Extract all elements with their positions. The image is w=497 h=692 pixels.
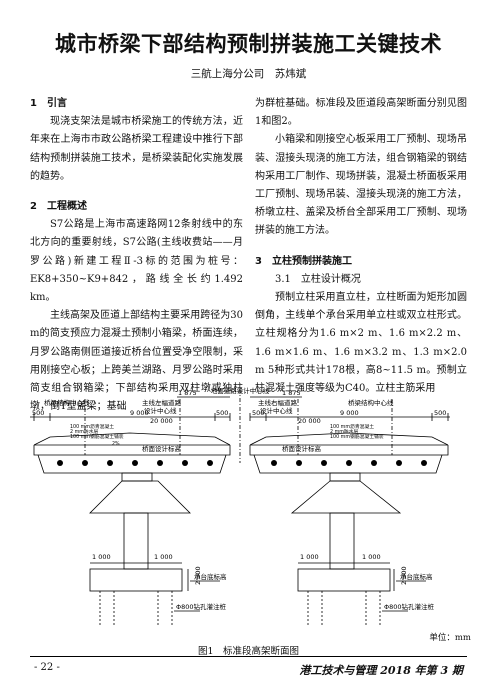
dim-500-2: 500 — [216, 409, 228, 417]
author-line: 三航上海分公司 苏炜斌 — [190, 68, 307, 80]
section-2-heading: 2 工程概述 — [30, 201, 87, 213]
column-design-paragraph: 预制立柱采用直立柱，立柱断面为矩形加圆倒角，主线单个承台采用单立柱或双立柱形式。… — [255, 292, 467, 395]
cross-slope-label: 2% — [112, 441, 120, 447]
dim-500-3: 500 — [252, 409, 264, 417]
bored-pile-left: Φ800钻孔灌注桩 — [176, 602, 227, 611]
construction-method-paragraph: 小箱梁和刚接空心板采用工厂预制、现场吊装、湿接头现浇的施工方法，组合钢箱梁的钢结… — [255, 134, 467, 237]
deck-elevation-right: 桥面设计标高 — [282, 444, 322, 453]
right-bridge-centerline-label: 桥梁结构中心线 — [348, 398, 394, 407]
right-column: 为群桩基础。标准段及匝道段高架断面分别见图1和图2。 小箱梁和刚接空心板采用工厂… — [255, 95, 467, 398]
elevated-cross-section-figure: 地面道路设计中心线 1 875 1 875 桥梁结构中心线 主线左幅道路 设计中… — [30, 386, 450, 627]
cap-dim-1: 1 000 — [92, 553, 111, 561]
pile-cap-height-left: 2 300 — [194, 566, 202, 585]
pavement-layer-3-left: 100 mm钢筋混凝土铺装 — [70, 433, 124, 440]
article-title: 城市桥梁下部结构预制拼装施工关键技术 — [55, 32, 442, 56]
dim-9000-2: 9 000 — [340, 409, 359, 417]
left-column: 1 引言 现浇支架法是城市桥梁施工的传统方法，近年来在上海市市政公路桥梁工程建设… — [30, 95, 243, 416]
left-main-cl-label-2: 设计中心线 — [144, 406, 177, 415]
deck-elevation-left: 桥面设计标高 — [142, 444, 182, 453]
left-bridge-centerline-label: 桥梁结构中心线 — [44, 398, 90, 407]
right-main-cl-label-2: 设计中心线 — [260, 406, 293, 415]
dim-20000-left: 20 000 — [150, 417, 173, 425]
dim-20000-right: 20 000 — [298, 417, 321, 425]
left-main-cl-label-1: 主线左幅道路 — [142, 398, 182, 407]
dim-9000-1: 9 000 — [130, 409, 149, 417]
pile-cap-height-right: 2 300 — [400, 566, 408, 585]
section-2-paragraph-1: S7公路是上海市高速路网12条射线中的东北方向的重要射线，S7公路(主线收费站—… — [30, 219, 243, 304]
pile-cap-bottom-left: 承台底标高 — [194, 572, 227, 581]
pavement-layer-2-right: 2 mm防水层 — [330, 428, 359, 435]
figure-unit-note: 单位：mm — [429, 633, 471, 643]
pavement-layer-3-right: 100 mm钢筋混凝土铺装 — [330, 433, 384, 440]
journal-name: 港工技术与管理 2018 年第 3 期 — [299, 664, 463, 677]
pavement-layer-1-right: 100 mm沥青混凝土 — [330, 423, 374, 430]
right-dim-1875: 1 875 — [282, 389, 301, 397]
section-2-paragraph-2: 主线高架及匝道上部结构主要采用跨径为30 m的简支预应力混凝土预制小箱梁，桥面连… — [30, 310, 243, 413]
pavement-layer-1-left: 100 mm沥青混凝土 — [70, 423, 114, 430]
section-3-1-heading: 3.1 立柱设计概况 — [275, 273, 361, 285]
dim-500-1: 500 — [32, 409, 44, 417]
footer-rule — [30, 656, 467, 657]
section-3-heading: 3 立柱预制拼装施工 — [255, 255, 352, 267]
cap-dim-3: 1 000 — [300, 553, 319, 561]
left-dim-1875: 1 875 — [178, 389, 197, 397]
pile-cap-bottom-right: 承台底标高 — [400, 572, 433, 581]
pavement-layer-2-left: 2 mm防水层 — [70, 428, 99, 435]
road-centerline-label: 地面道路设计中心线 — [211, 386, 270, 395]
figure-caption: 图1 标准段高架断面图 — [197, 646, 300, 657]
section-1-paragraph: 现浇支架法是城市桥梁施工的传统方法，近年来在上海市市政公路桥梁工程建设中推行下部… — [30, 116, 243, 182]
dim-500-4: 500 — [434, 409, 446, 417]
right-main-cl-label-1: 主线右幅道路 — [258, 398, 298, 407]
continued-paragraph: 为群桩基础。标准段及匝道段高架断面分别见图1和图2。 — [255, 98, 467, 128]
section-1-heading: 1 引言 — [30, 98, 67, 109]
cap-dim-2: 1 000 — [154, 553, 173, 561]
bored-pile-right: Φ800钻孔灌注桩 — [384, 602, 435, 611]
page-number: - 22 - — [34, 662, 60, 673]
cap-dim-4: 1 000 — [362, 553, 381, 561]
